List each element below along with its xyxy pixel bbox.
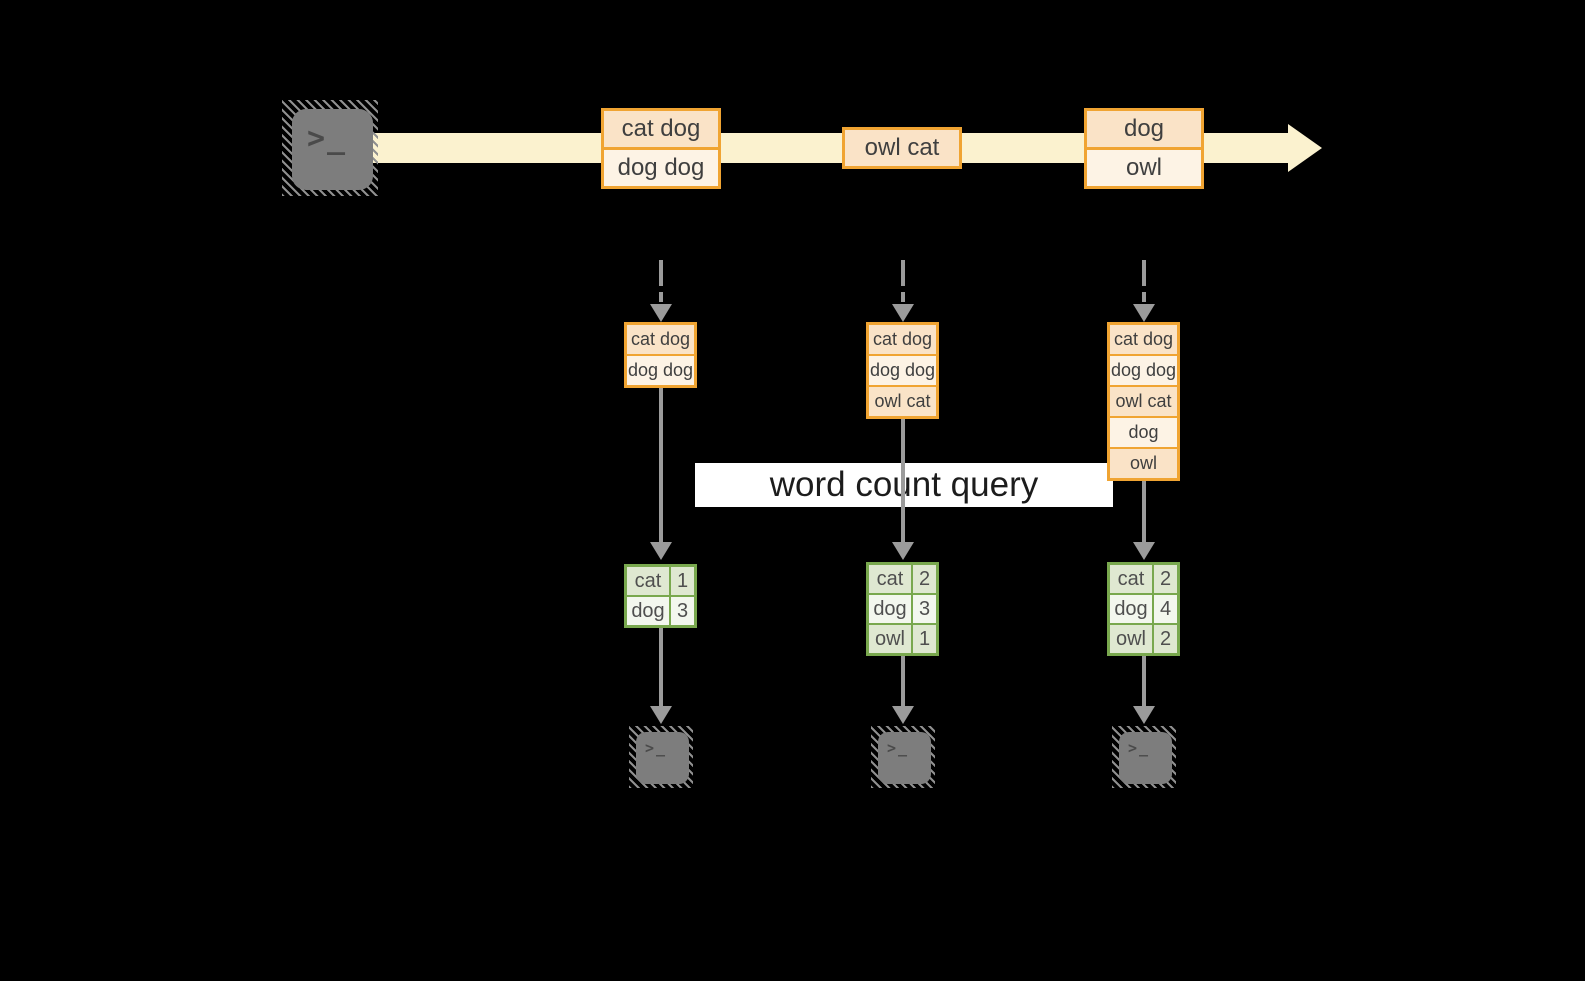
terminal-prompt-icon: >_ bbox=[1128, 739, 1151, 757]
count-row: owl 1 bbox=[869, 623, 936, 653]
down-arrowhead-icon bbox=[892, 706, 914, 724]
count-row: cat 2 bbox=[1110, 565, 1177, 593]
count-row: dog 3 bbox=[627, 595, 694, 625]
down-arrowhead-icon bbox=[1133, 542, 1155, 560]
word-cell: owl bbox=[869, 625, 913, 653]
query-arrow bbox=[659, 388, 663, 542]
buffer-row: dog dog bbox=[1110, 354, 1177, 385]
ingest-dashed-arrow bbox=[1142, 260, 1146, 306]
event-buffer: cat dog dog dog owl cat bbox=[866, 322, 939, 419]
output-terminal-icon: >_ bbox=[629, 726, 693, 788]
count-cell: 2 bbox=[918, 568, 931, 590]
stream-event: cat dog dog dog bbox=[601, 108, 721, 189]
terminal-prompt-icon: >_ bbox=[307, 121, 348, 156]
count-row: owl 2 bbox=[1110, 623, 1177, 653]
result-arrow bbox=[1142, 656, 1146, 706]
count-row: dog 3 bbox=[869, 593, 936, 623]
count-cell: 1 bbox=[676, 570, 689, 592]
count-row: cat 1 bbox=[627, 567, 694, 595]
count-cell: 1 bbox=[918, 628, 931, 650]
stream-event-line: dog bbox=[1087, 111, 1201, 147]
buffer-row: dog dog bbox=[869, 354, 936, 385]
buffer-row: owl cat bbox=[869, 385, 936, 416]
terminal-screen: >_ bbox=[1119, 732, 1172, 784]
down-arrowhead-icon bbox=[1133, 706, 1155, 724]
word-cell: dog bbox=[869, 595, 913, 623]
word-count-table: cat 2 dog 3 owl 1 bbox=[866, 562, 939, 656]
terminal-screen: >_ bbox=[878, 732, 931, 784]
buffer-row: cat dog bbox=[627, 325, 694, 354]
query-arrow bbox=[901, 419, 905, 542]
stream-event-line: cat dog bbox=[604, 111, 718, 147]
count-cell: 2 bbox=[1159, 628, 1172, 650]
count-cell: 2 bbox=[1159, 568, 1172, 590]
word-cell: dog bbox=[1110, 595, 1154, 623]
buffer-row: cat dog bbox=[1110, 325, 1177, 354]
down-arrowhead-icon bbox=[650, 542, 672, 560]
buffer-row: cat dog bbox=[869, 325, 936, 354]
count-cell: 3 bbox=[918, 598, 931, 620]
output-terminal-icon: >_ bbox=[1112, 726, 1176, 788]
buffer-row: owl bbox=[1110, 447, 1177, 478]
buffer-row: dog bbox=[1110, 416, 1177, 447]
terminal-screen: >_ bbox=[292, 109, 373, 190]
down-arrowhead-icon bbox=[1133, 304, 1155, 322]
terminal-screen: >_ bbox=[636, 732, 689, 784]
stream-event: owl cat bbox=[842, 127, 962, 169]
stream-event: dog owl bbox=[1084, 108, 1204, 189]
count-cell: 4 bbox=[1159, 598, 1172, 620]
word-cell: owl bbox=[1110, 625, 1154, 653]
count-row: cat 2 bbox=[869, 565, 936, 593]
down-arrowhead-icon bbox=[892, 304, 914, 322]
ingest-dashed-arrow bbox=[659, 260, 663, 306]
output-terminal-icon: >_ bbox=[871, 726, 935, 788]
ingest-dashed-arrow bbox=[901, 260, 905, 306]
buffer-row: dog dog bbox=[627, 354, 694, 385]
word-cell: cat bbox=[1110, 565, 1154, 593]
event-buffer: cat dog dog dog owl cat dog owl bbox=[1107, 322, 1180, 481]
word-count-table: cat 1 dog 3 bbox=[624, 564, 697, 628]
word-count-table: cat 2 dog 4 owl 2 bbox=[1107, 562, 1180, 656]
down-arrowhead-icon bbox=[650, 304, 672, 322]
terminal-prompt-icon: >_ bbox=[887, 739, 910, 757]
stream-event-line: dog dog bbox=[604, 147, 718, 186]
terminal-prompt-icon: >_ bbox=[645, 739, 668, 757]
down-arrowhead-icon bbox=[892, 542, 914, 560]
count-cell: 3 bbox=[676, 600, 689, 622]
result-arrow bbox=[901, 656, 905, 706]
event-buffer: cat dog dog dog bbox=[624, 322, 697, 388]
query-arrow bbox=[1142, 481, 1146, 542]
result-arrow bbox=[659, 628, 663, 706]
stream-event-line: owl cat bbox=[845, 130, 959, 166]
word-cell: dog bbox=[627, 597, 671, 625]
down-arrowhead-icon bbox=[650, 706, 672, 724]
count-row: dog 4 bbox=[1110, 593, 1177, 623]
stream-event-line: owl bbox=[1087, 147, 1201, 186]
buffer-row: owl cat bbox=[1110, 385, 1177, 416]
source-terminal-icon: >_ bbox=[282, 100, 378, 196]
word-cell: cat bbox=[869, 565, 913, 593]
stream-arrowhead-icon bbox=[1288, 124, 1322, 172]
word-cell: cat bbox=[627, 567, 671, 595]
